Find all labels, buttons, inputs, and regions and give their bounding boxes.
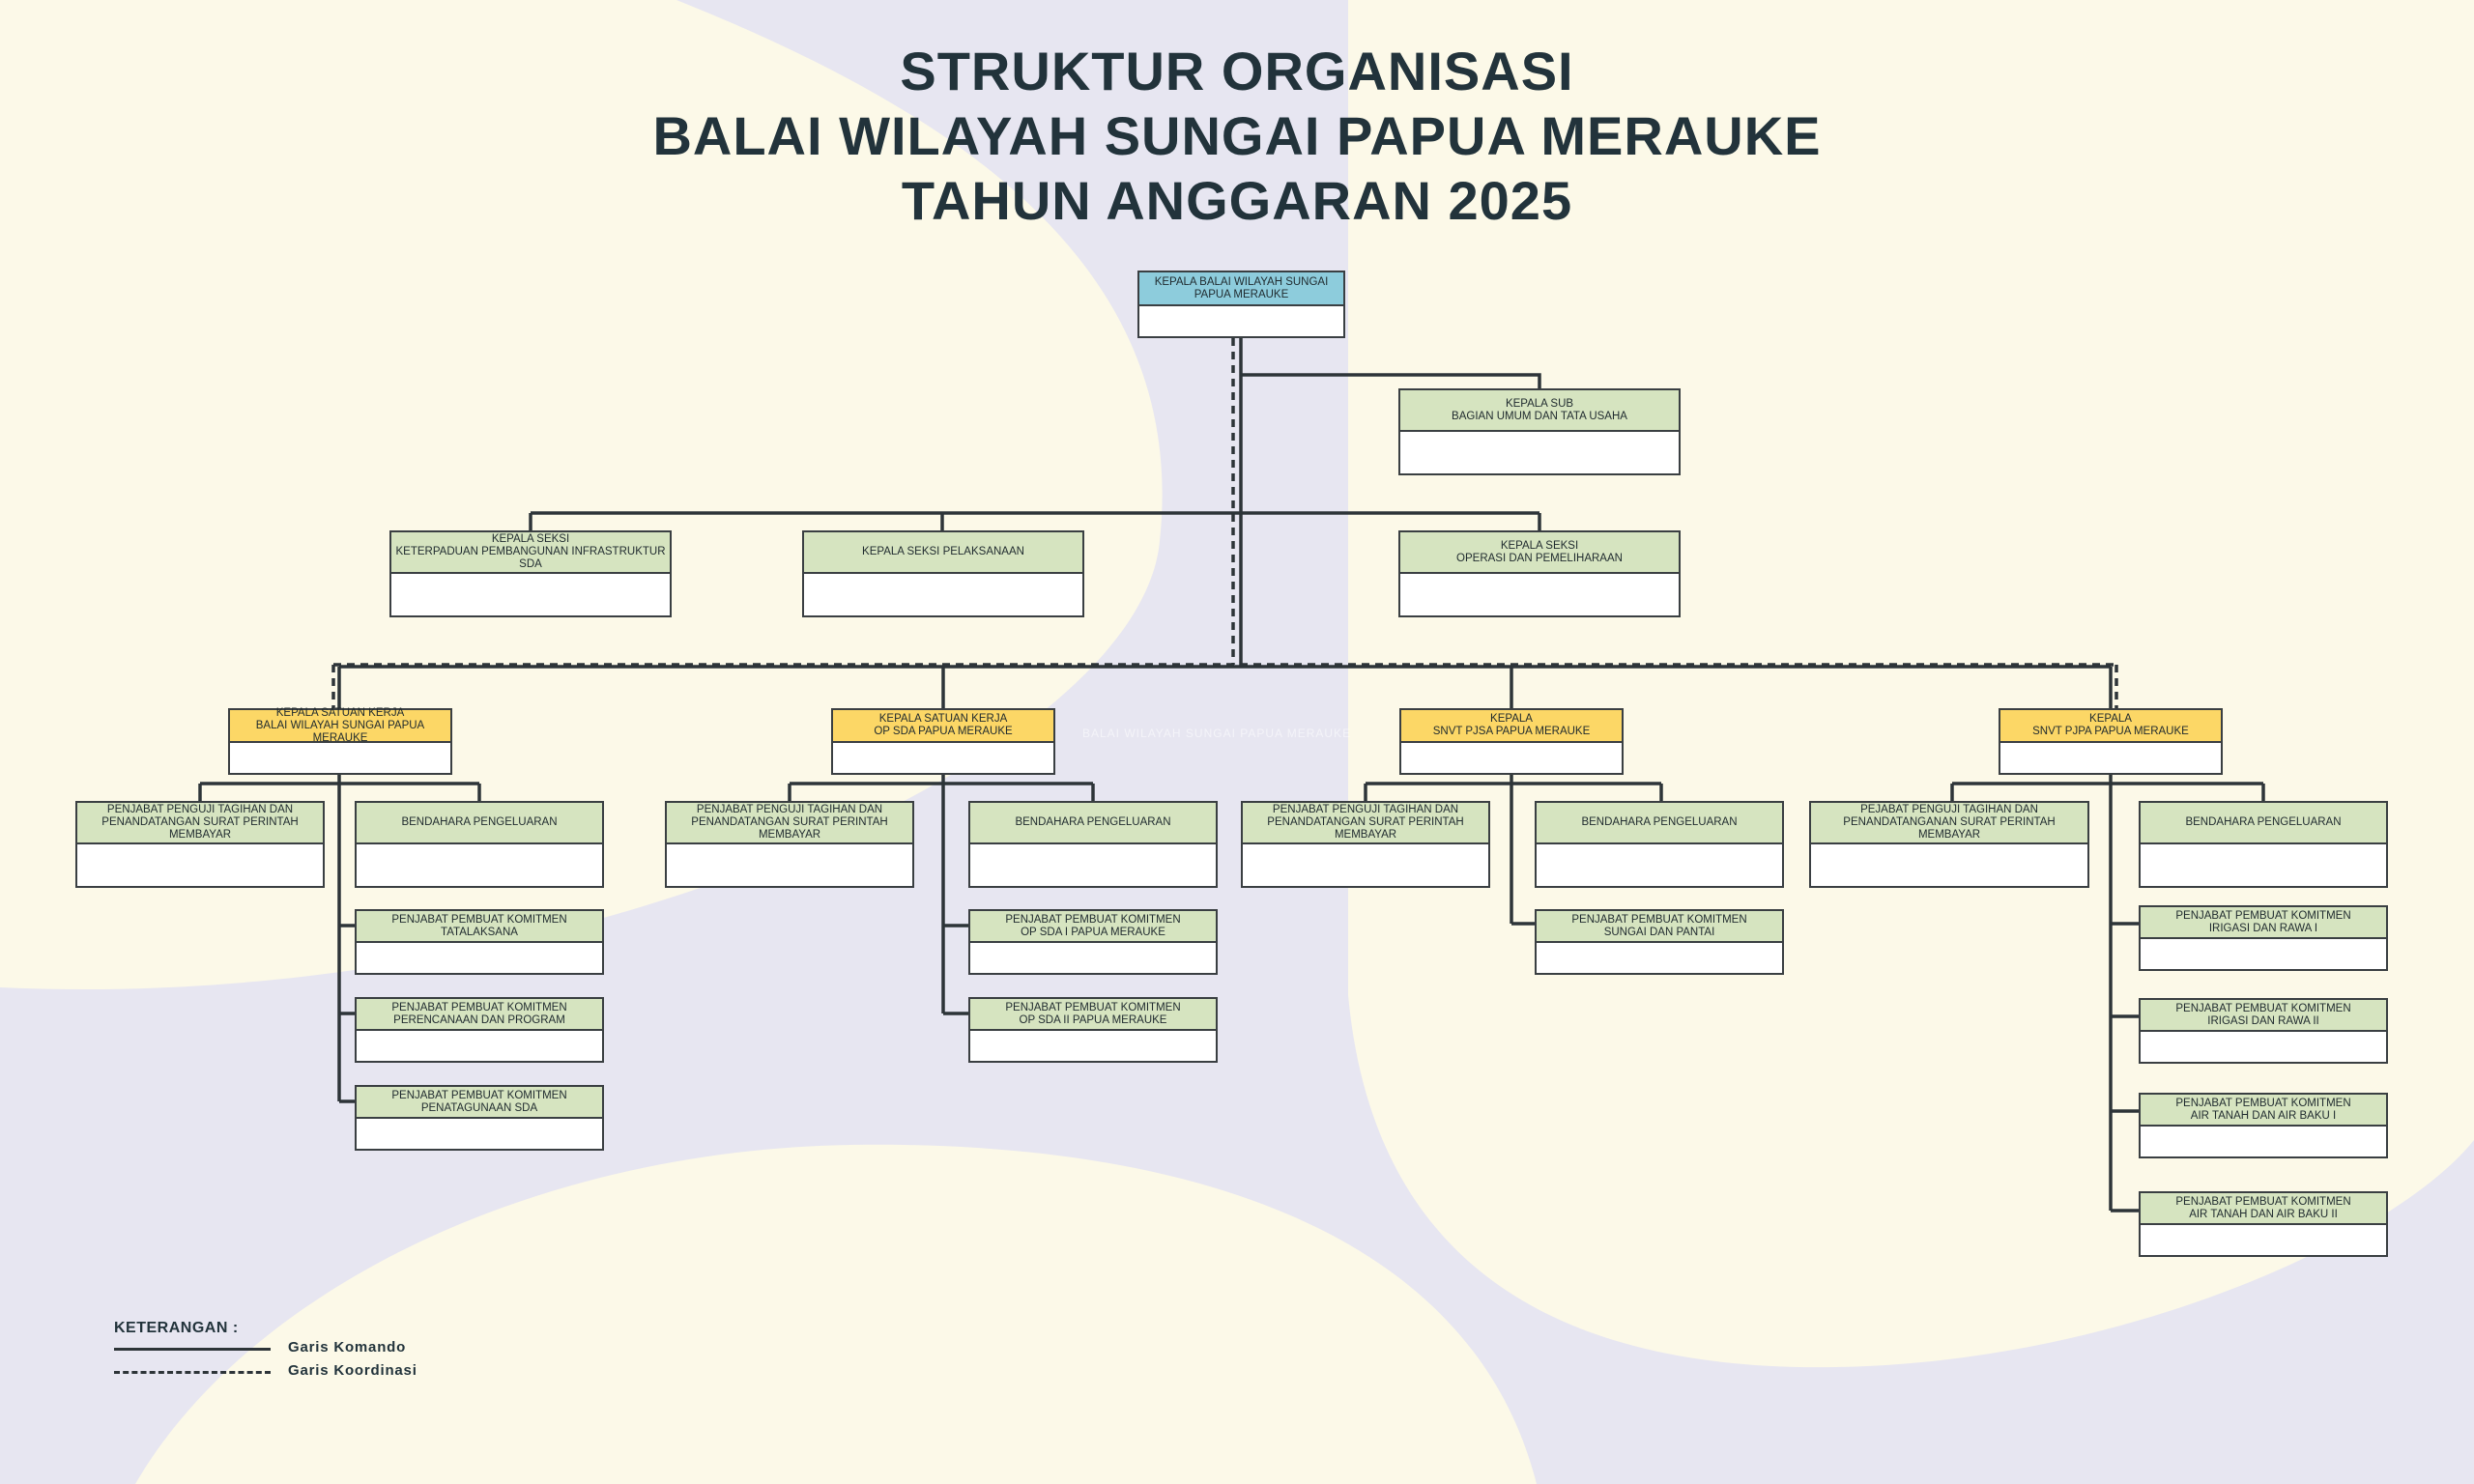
node-satker-op: KEPALA SATUAN KERJA OP SDA PAPUA MERAUKE — [831, 708, 1055, 775]
node-kepala-balai: KEPALA BALAI WILAYAH SUNGAI PAPUA MERAUK… — [1137, 271, 1345, 338]
node-label: PENJABAT PENGUJI TAGIHAN DAN PENANDATANG… — [77, 803, 323, 844]
node-g2-ppspm: PENJABAT PENGUJI TAGIHAN DAN PENANDATANG… — [665, 801, 914, 888]
title-line-1: STRUKTUR ORGANISASI — [900, 41, 1574, 101]
node-name-slot — [357, 844, 602, 886]
node-label: KEPALA SATUAN KERJA OP SDA PAPUA MERAUKE — [833, 710, 1053, 743]
chart-title: STRUKTUR ORGANISASI BALAI WILAYAH SUNGAI… — [0, 39, 2474, 233]
node-g3-ppk-sungai-pantai: PENJABAT PEMBUAT KOMITMEN SUNGAI DAN PAN… — [1535, 909, 1784, 975]
node-label: KEPALA SEKSI KETERPADUAN PEMBANGUNAN INF… — [391, 532, 670, 574]
node-g1-bendahara: BENDAHARA PENGELUARAN — [355, 801, 604, 888]
node-label: KEPALA SUB BAGIAN UMUM DAN TATA USAHA — [1400, 390, 1679, 432]
node-label: PEJABAT PENGUJI TAGIHAN DAN PENANDATANGA… — [1811, 803, 2087, 844]
node-name-slot — [357, 1031, 602, 1061]
node-g2-bendahara: BENDAHARA PENGELUARAN — [968, 801, 1218, 888]
legend-title: KETERANGAN : — [114, 1320, 239, 1336]
node-label: PENJABAT PEMBUAT KOMITMEN OP SDA I PAPUA… — [970, 911, 1216, 943]
node-label: BENDAHARA PENGELUARAN — [970, 803, 1216, 844]
legend-solid-line — [114, 1348, 271, 1351]
node-name-slot — [1537, 943, 1782, 973]
command-lines — [198, 338, 2265, 1213]
node-g4-ppk-air-tanah-2: PENJABAT PEMBUAT KOMITMEN AIR TANAH DAN … — [2139, 1191, 2388, 1257]
node-label: PENJABAT PEMBUAT KOMITMEN TATALAKSANA — [357, 911, 602, 943]
node-name-slot — [1400, 432, 1679, 473]
node-name-slot — [2141, 1225, 2386, 1255]
node-label: PENJABAT PEMBUAT KOMITMEN AIR TANAH DAN … — [2141, 1095, 2386, 1127]
node-name-slot — [77, 844, 323, 886]
watermark-text: BALAI WILAYAH SUNGAI PAPUA MERAUKE — [1082, 727, 1352, 740]
node-label: PENJABAT PEMBUAT KOMITMEN AIR TANAH DAN … — [2141, 1193, 2386, 1225]
legend-solid-label: Garis Komando — [288, 1339, 407, 1356]
node-label: KEPALA SEKSI OPERASI DAN PEMELIHARAAN — [1400, 532, 1679, 574]
node-label: PENJABAT PEMBUAT KOMITMEN PERENCANAAN DA… — [357, 999, 602, 1031]
node-g2-ppk-op-sda-2: PENJABAT PEMBUAT KOMITMEN OP SDA II PAPU… — [968, 997, 1218, 1063]
bg-shape-bottom — [0, 995, 2474, 1484]
node-seksi-keterpaduan: KEPALA SEKSI KETERPADUAN PEMBANGUNAN INF… — [389, 530, 672, 617]
node-snvt-pjsa: KEPALA SNVT PJSA PAPUA MERAUKE — [1399, 708, 1624, 775]
node-name-slot — [833, 743, 1053, 773]
node-label: PENJABAT PEMBUAT KOMITMEN IRIGASI DAN RA… — [2141, 1000, 2386, 1032]
node-label: PENJABAT PEMBUAT KOMITMEN PENATAGUNAAN S… — [357, 1087, 602, 1119]
node-g4-ppk-irigasi-2: PENJABAT PEMBUAT KOMITMEN IRIGASI DAN RA… — [2139, 998, 2388, 1064]
node-label: PENJABAT PEMBUAT KOMITMEN IRIGASI DAN RA… — [2141, 907, 2386, 939]
node-label: PENJABAT PEMBUAT KOMITMEN SUNGAI DAN PAN… — [1537, 911, 1782, 943]
node-label: BENDAHARA PENGELUARAN — [357, 803, 602, 844]
legend-dashed-label: Garis Koordinasi — [288, 1362, 417, 1379]
node-label: KEPALA SNVT PJPA PAPUA MERAUKE — [2000, 710, 2221, 743]
node-label: PENJABAT PENGUJI TAGIHAN DAN PENANDATANG… — [667, 803, 912, 844]
node-g3-ppspm: PENJABAT PENGUJI TAGIHAN DAN PENANDATANG… — [1241, 801, 1490, 888]
node-g2-ppk-op-sda-1: PENJABAT PEMBUAT KOMITMEN OP SDA I PAPUA… — [968, 909, 1218, 975]
node-kasubbag: KEPALA SUB BAGIAN UMUM DAN TATA USAHA — [1398, 388, 1681, 475]
node-name-slot — [970, 943, 1216, 973]
node-name-slot — [667, 844, 912, 886]
title-line-2: BALAI WILAYAH SUNGAI PAPUA MERAUKE — [652, 105, 1822, 166]
node-satker-balai: KEPALA SATUAN KERJA BALAI WILAYAH SUNGAI… — [228, 707, 452, 775]
node-label: KEPALA BALAI WILAYAH SUNGAI PAPUA MERAUK… — [1139, 272, 1343, 306]
legend-solid-row: Garis Komando — [114, 1337, 501, 1360]
node-name-slot — [357, 1119, 602, 1149]
legend-dashed-row: Garis Koordinasi — [114, 1360, 501, 1384]
node-label: PENJABAT PEMBUAT KOMITMEN OP SDA II PAPU… — [970, 999, 1216, 1031]
line-kasubbag — [1241, 373, 1541, 388]
node-name-slot — [804, 574, 1082, 615]
node-name-slot — [357, 943, 602, 973]
node-label: KEPALA SATUAN KERJA BALAI WILAYAH SUNGAI… — [230, 707, 450, 744]
node-label: KEPALA SNVT PJSA PAPUA MERAUKE — [1401, 710, 1622, 743]
node-g3-bendahara: BENDAHARA PENGELUARAN — [1535, 801, 1784, 888]
legend-dashed-line — [114, 1371, 271, 1374]
node-seksi-pelaksanaan: KEPALA SEKSI PELAKSANAAN — [802, 530, 1084, 617]
node-g4-ppspm: PEJABAT PENGUJI TAGIHAN DAN PENANDATANGA… — [1809, 801, 2089, 888]
node-name-slot — [1139, 306, 1343, 336]
node-name-slot — [2141, 1127, 2386, 1156]
node-name-slot — [1401, 743, 1622, 773]
legend: KETERANGAN : Garis Komando Garis Koordin… — [114, 1320, 501, 1384]
node-name-slot — [2141, 939, 2386, 969]
node-name-slot — [230, 743, 450, 773]
node-name-slot — [2141, 1032, 2386, 1062]
node-name-slot — [1400, 574, 1679, 615]
node-name-slot — [2000, 743, 2221, 773]
node-name-slot — [1243, 844, 1488, 886]
coordination-lines — [331, 338, 2118, 708]
node-label: BENDAHARA PENGELUARAN — [1537, 803, 1782, 844]
node-name-slot — [1811, 844, 2087, 886]
title-line-3: TAHUN ANGGARAN 2025 — [901, 170, 1573, 231]
node-g1-ppk-perencanaan: PENJABAT PEMBUAT KOMITMEN PERENCANAAN DA… — [355, 997, 604, 1063]
node-name-slot — [970, 844, 1216, 886]
node-g1-ppk-penatagunaan: PENJABAT PEMBUAT KOMITMEN PENATAGUNAAN S… — [355, 1085, 604, 1151]
node-g4-ppk-irigasi-1: PENJABAT PEMBUAT KOMITMEN IRIGASI DAN RA… — [2139, 905, 2388, 971]
node-g1-ppspm: PENJABAT PENGUJI TAGIHAN DAN PENANDATANG… — [75, 801, 325, 888]
node-g1-ppk-tatalaksana: PENJABAT PEMBUAT KOMITMEN TATALAKSANA — [355, 909, 604, 975]
node-label: BENDAHARA PENGELUARAN — [2141, 803, 2386, 844]
node-name-slot — [1537, 844, 1782, 886]
node-g4-bendahara: BENDAHARA PENGELUARAN — [2139, 801, 2388, 888]
node-seksi-op: KEPALA SEKSI OPERASI DAN PEMELIHARAAN — [1398, 530, 1681, 617]
node-name-slot — [391, 574, 670, 615]
node-g4-ppk-air-tanah-1: PENJABAT PEMBUAT KOMITMEN AIR TANAH DAN … — [2139, 1093, 2388, 1158]
node-label: PENJABAT PENGUJI TAGIHAN DAN PENANDATANG… — [1243, 803, 1488, 844]
node-snvt-pjpa: KEPALA SNVT PJPA PAPUA MERAUKE — [1999, 708, 2223, 775]
node-name-slot — [2141, 844, 2386, 886]
node-name-slot — [970, 1031, 1216, 1061]
node-label: KEPALA SEKSI PELAKSANAAN — [804, 532, 1082, 574]
